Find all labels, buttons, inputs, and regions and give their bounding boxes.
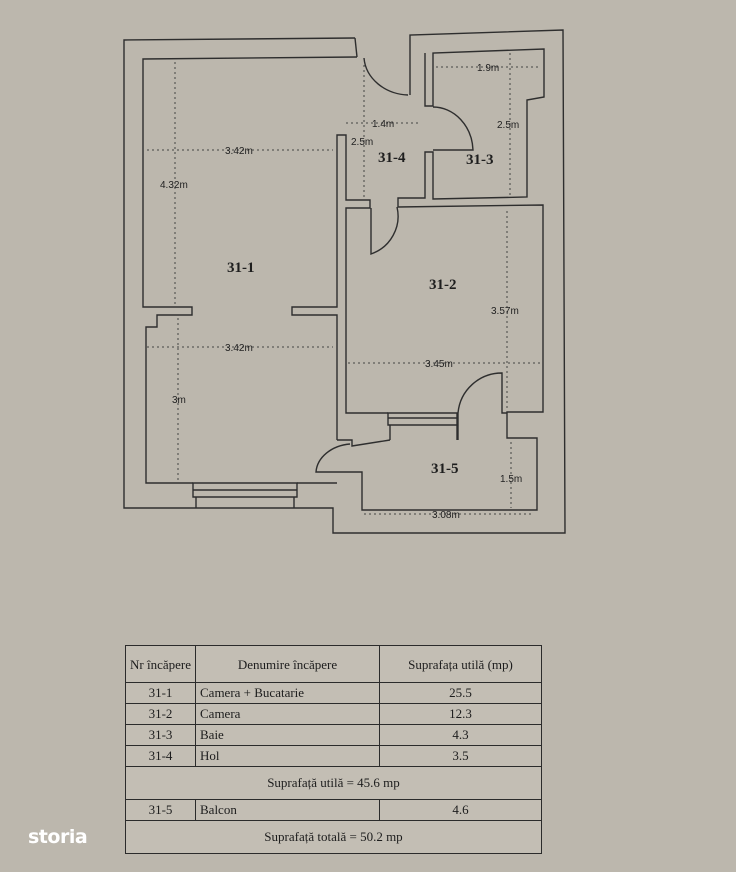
dim-r1-height-top: 4.32m: [160, 180, 188, 191]
outer-wall: [123, 29, 566, 534]
header-room-name: Denumire încăpere: [195, 645, 380, 683]
dim-r1-height-bottom: 3m: [172, 395, 186, 406]
storia-watermark-logo: storia: [28, 826, 88, 848]
room-31-1-walls: [142, 56, 388, 484]
table-row: 31-3 Baie 4.3: [125, 724, 542, 746]
room-label-31-4: 31-4: [378, 150, 406, 166]
table-row: 31-2 Camera 12.3: [125, 703, 542, 725]
floor-plan: 3.42m 4.32m 3.42m 3m 1.4m 2.5m 1.9m 2.5m…: [123, 29, 566, 534]
balcony-door-arc: [457, 372, 507, 440]
dim-r1-width-top: 3.42m: [225, 146, 253, 157]
room-label-31-1: 31-1: [227, 260, 255, 276]
room-area: 25.5: [379, 682, 542, 704]
room-31-2-door-arc: [370, 206, 399, 255]
subtotal-text: Suprafață utilă = 45.6 mp: [125, 766, 542, 800]
window-31-1: [192, 482, 298, 508]
balcony-wall: [315, 439, 391, 473]
room-number: 31-4: [125, 745, 196, 767]
entry-wall-stub: [354, 37, 358, 58]
dim-r2-width: 3.45m: [425, 359, 453, 370]
table-row: 31-4 Hol 3.5: [125, 745, 542, 767]
room-name: Balcon: [195, 799, 380, 821]
room-area-table: Nr încăpere Denumire încăpere Suprafața …: [125, 645, 542, 854]
header-area: Suprafața utilă (mp): [379, 645, 542, 683]
balcony-row: 31-5 Balcon 4.6: [125, 799, 542, 821]
entry-door-arc: [363, 57, 409, 96]
room-number: 31-1: [125, 682, 196, 704]
dim-r4-width: 1.4m: [372, 119, 394, 130]
table-header-row: Nr încăpere Denumire încăpere Suprafața …: [125, 645, 542, 683]
dim-r4-height: 2.5m: [351, 137, 373, 148]
room-area: 4.3: [379, 724, 542, 746]
window-31-2: [387, 412, 458, 440]
room-name: Baie: [195, 724, 380, 746]
room-name: Camera + Bucatarie: [195, 682, 380, 704]
room-area: 12.3: [379, 703, 542, 725]
room-area: 3.5: [379, 745, 542, 767]
room-area: 4.6: [379, 799, 542, 821]
room-label-31-5: 31-5: [431, 461, 459, 477]
room-number: 31-5: [125, 799, 196, 821]
header-room-number: Nr încăpere: [125, 645, 196, 683]
subtotal-row: Suprafață utilă = 45.6 mp: [125, 766, 542, 800]
room-name: Hol: [195, 745, 380, 767]
table-row: 31-1 Camera + Bucatarie 25.5: [125, 682, 542, 704]
room-label-31-2: 31-2: [429, 277, 457, 293]
room-name: Camera: [195, 703, 380, 725]
room-number: 31-3: [125, 724, 196, 746]
total-text: Suprafață totală = 50.2 mp: [125, 820, 542, 854]
bathroom-door-arc: [432, 106, 474, 151]
room-number: 31-2: [125, 703, 196, 725]
dim-r3-width: 1.9m: [477, 63, 499, 74]
dim-r1-width-bottom: 3.42m: [225, 343, 253, 354]
total-row: Suprafață totală = 50.2 mp: [125, 820, 542, 854]
dimension-lines: [147, 53, 541, 515]
room-31-3-walls: [352, 48, 545, 511]
dim-r2-height: 3.57m: [491, 306, 519, 317]
room-label-31-3: 31-3: [466, 152, 494, 168]
dim-r5-width: 3.08m: [432, 510, 460, 521]
dim-r3-height: 2.5m: [497, 120, 519, 131]
dim-r5-height: 1.5m: [500, 474, 522, 485]
